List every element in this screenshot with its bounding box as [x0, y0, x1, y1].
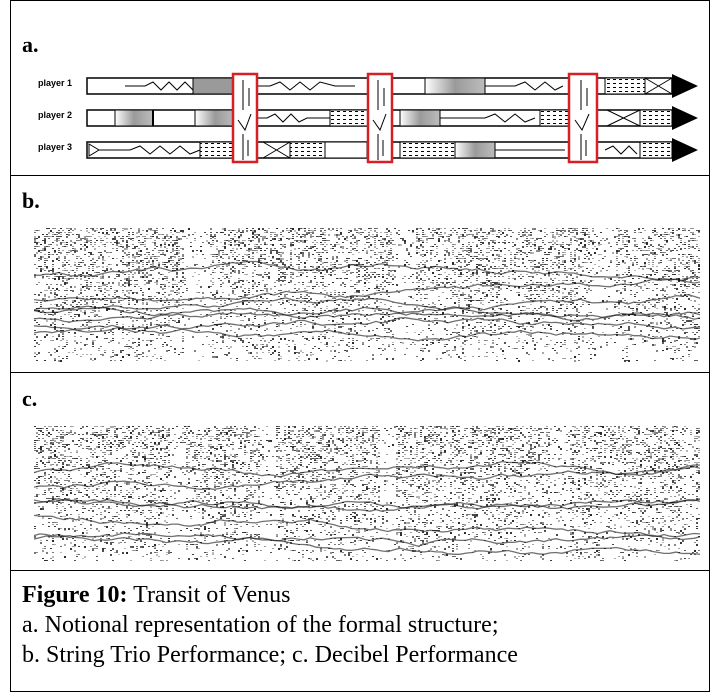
figure-number: Figure 10: — [22, 582, 128, 608]
formal-structure-diagram — [86, 72, 698, 164]
arrowhead-icon — [672, 106, 698, 130]
player-3-label: player 3 — [38, 142, 73, 152]
divider — [10, 175, 710, 176]
caption-line-b: b. String Trio Performance; c. Decibel P… — [22, 642, 518, 668]
figure-caption-title: Figure 10: Transit of Venus — [22, 580, 290, 610]
transition-box-1 — [231, 72, 259, 164]
player-2-label: player 2 — [38, 110, 73, 120]
figure-title: Transit of Venus — [133, 582, 291, 608]
note-symbol-icon — [372, 80, 387, 160]
panel-c-label: c. — [22, 386, 38, 411]
spectrogram-decibel — [34, 426, 700, 561]
figure-frame — [10, 0, 710, 692]
transition-box-3 — [567, 72, 599, 164]
transition-box-2 — [366, 72, 394, 164]
caption-line-a: a. Notional representation of the formal… — [22, 612, 499, 638]
spectrogram-string-trio — [34, 228, 700, 362]
panel-a-label: a. — [22, 32, 39, 57]
note-symbol-icon — [237, 80, 252, 160]
arrowhead-icon — [672, 138, 698, 162]
divider — [10, 570, 710, 571]
panel-b-label: b. — [22, 188, 40, 213]
arrowhead-icon — [672, 74, 698, 98]
divider — [10, 372, 710, 373]
note-symbol-icon — [574, 80, 590, 160]
player-1-label: player 1 — [38, 78, 73, 88]
